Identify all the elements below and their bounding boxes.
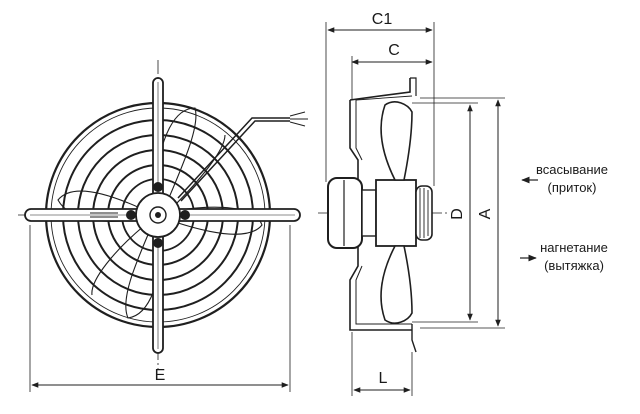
label-e: E (155, 367, 166, 384)
mounting-frame (349, 77, 417, 353)
fan-blades-side (380, 101, 413, 324)
label-c1: C1 (372, 11, 393, 28)
label-d: D (449, 208, 466, 220)
dimension-c1 (325, 22, 435, 186)
power-cable (177, 111, 308, 202)
mounting-bolts (126, 182, 190, 248)
side-view: C1 C D A L (318, 11, 505, 396)
intake-label: всасывание (536, 162, 608, 177)
motor-hub (135, 192, 181, 238)
label-c: C (388, 42, 400, 59)
front-view: E (18, 60, 308, 392)
dimension-a (420, 97, 505, 329)
dimension-d (412, 102, 478, 323)
motor-body (327, 177, 433, 249)
exhaust-sublabel: (вытяжка) (544, 258, 604, 273)
label-a: A (477, 208, 494, 219)
label-l: L (379, 370, 388, 387)
dimension-c (351, 56, 433, 100)
dimension-e (29, 225, 291, 392)
intake-sublabel: (приток) (548, 180, 597, 195)
airflow-exhaust: нагнетание (вытяжка) (520, 240, 608, 273)
exhaust-label: нагнетание (540, 240, 608, 255)
airflow-intake: всасывание (приток) (521, 162, 608, 195)
dimension-l (351, 332, 413, 396)
